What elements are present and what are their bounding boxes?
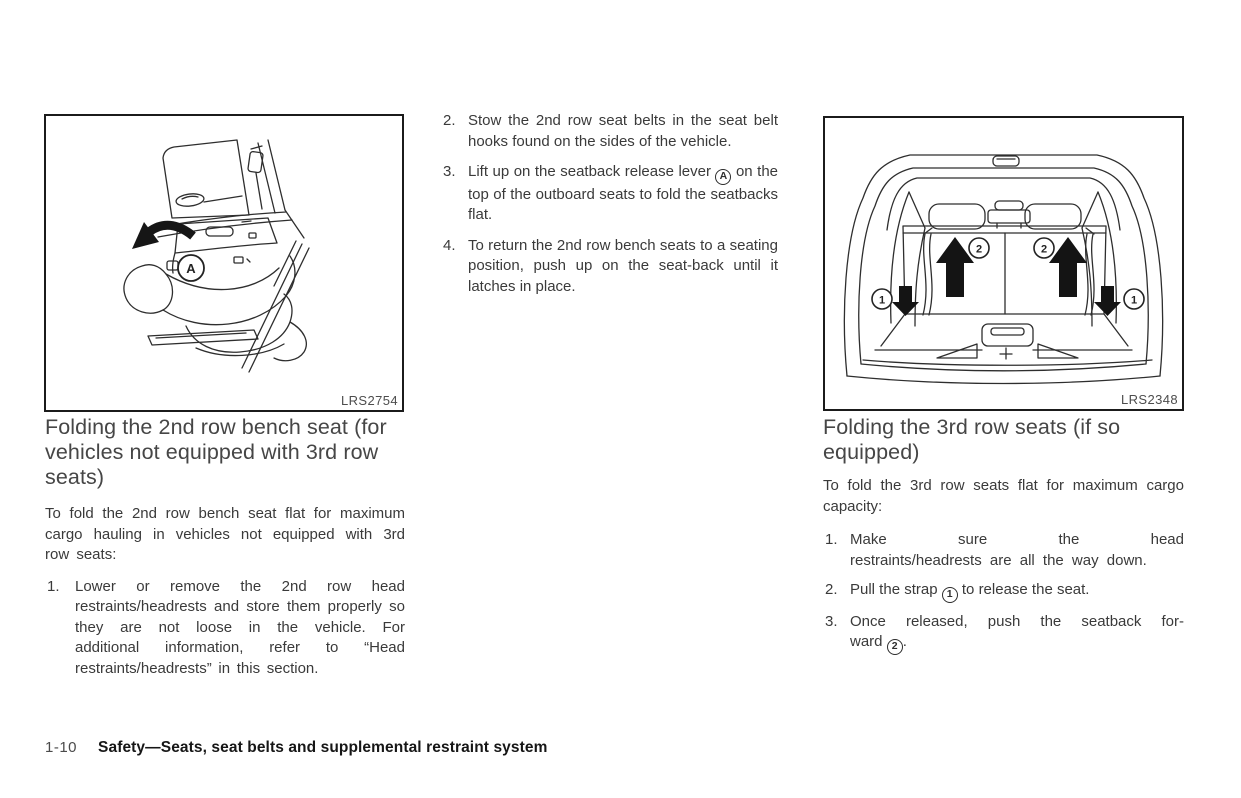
fold-arrow-head [132, 222, 159, 249]
cargo-area-illustration: 2 2 1 1 [843, 154, 1164, 385]
step-text: Pull the strap [850, 581, 942, 598]
step-number: 1. [47, 577, 60, 595]
page-number: 1-10 [45, 739, 78, 756]
figure-code-label: LRS2754 [340, 393, 398, 408]
step-number: 3. [443, 163, 456, 180]
seat-fold-illustration: A [123, 139, 310, 373]
step-number: 2. [825, 581, 838, 598]
steps-list: 2. Stow the 2nd row seat belts in the se… [443, 111, 778, 297]
page-footer: 1-10 Safety—Seats, seat belts and supple… [45, 739, 547, 757]
callout-1-number: 1 [879, 295, 885, 307]
step-text: . [902, 633, 907, 650]
callout-a-circle [177, 254, 205, 282]
step-text: to release the seat. [957, 581, 1090, 598]
step-text: To return the 2nd row bench seats to a s… [468, 236, 778, 295]
step-number: 2. [443, 112, 456, 129]
callout-1-badge: 1 [941, 586, 958, 603]
intro-paragraph: To fold the 2nd row bench seat flat for … [45, 505, 405, 563]
step-item: 3. Lift up on the seatback release lever… [443, 162, 778, 226]
step-item: 1. Lower or remove the 2nd row head rest… [45, 577, 405, 680]
step-number: 4. [443, 236, 456, 254]
step-text: Lower or remove the 2nd row head restrai… [75, 577, 405, 677]
figure-3rd-row-cargo: 2 2 1 1 LRS2348 [823, 116, 1184, 411]
callout-1-circle [1123, 288, 1145, 310]
callout-1-circle [871, 288, 893, 310]
strap-down-arrow-left [892, 286, 919, 316]
push-up-arrow-right [1049, 237, 1087, 297]
middle-column: 2. Stow the 2nd row seat belts in the se… [443, 111, 778, 297]
strap-down-arrow-right [1094, 286, 1121, 316]
callout-2-number: 2 [1041, 244, 1047, 256]
step-number: 1. [825, 531, 838, 548]
step-text: Make sure the head [850, 531, 1184, 548]
callout-2-number: 2 [976, 244, 982, 256]
step-text: restraints/headrests are all the way dow… [850, 551, 1147, 569]
figure-2nd-row-seat-fold: A LRS2754 [44, 114, 404, 412]
step-item: 2. Stow the 2nd row seat belts in the se… [443, 111, 778, 152]
step-text: ward [850, 633, 887, 650]
section-heading-2nd-row: Folding the 2nd row bench seat (for vehi… [45, 415, 387, 489]
intro-paragraph: To fold the 3rd row seats flat for maxim… [823, 477, 1184, 515]
fold-arrow [146, 220, 196, 240]
callout-a-letter: A [186, 261, 196, 276]
step-text: on the top of the outboard seats to fold… [468, 163, 779, 223]
figure-code-label: LRS2348 [1120, 392, 1178, 407]
step-item: 2. Pull the strap 1 to release the seat. [823, 580, 1184, 603]
left-column: Folding the 2nd row bench seat (for vehi… [45, 415, 405, 679]
step-number: 3. [825, 612, 838, 630]
step-text: Stow the 2nd row seat belts in the seat … [468, 112, 778, 150]
steps-list: 1. Lower or remove the 2nd row head rest… [45, 577, 405, 680]
callout-a-badge: A [715, 168, 732, 185]
steps-list: 1. Make sure the head restraints/headrest… [823, 530, 1184, 655]
callout-2-circle [968, 237, 990, 259]
step-text: Lift up on the seatback release lever [468, 163, 716, 180]
push-up-arrow-left [936, 237, 974, 297]
callout-1-number: 1 [1131, 295, 1137, 307]
section-heading-3rd-row: Folding the 3rd row seats (if so equippe… [823, 415, 1121, 464]
callout-2-circle [1033, 237, 1055, 259]
step-text: Once released, push the seatback for- [850, 612, 1184, 630]
callout-2-badge: 2 [886, 638, 903, 655]
right-column: Folding the 3rd row seats (if so equippe… [823, 415, 1184, 664]
step-item: 4. To return the 2nd row bench seats to … [443, 236, 778, 298]
step-item: 3. Once released, push the seatback for-… [823, 612, 1184, 655]
footer-section-title: Safety—Seats, seat belts and supplementa… [98, 739, 548, 756]
step-item: 1. Make sure the head restraints/headrest… [823, 530, 1184, 571]
